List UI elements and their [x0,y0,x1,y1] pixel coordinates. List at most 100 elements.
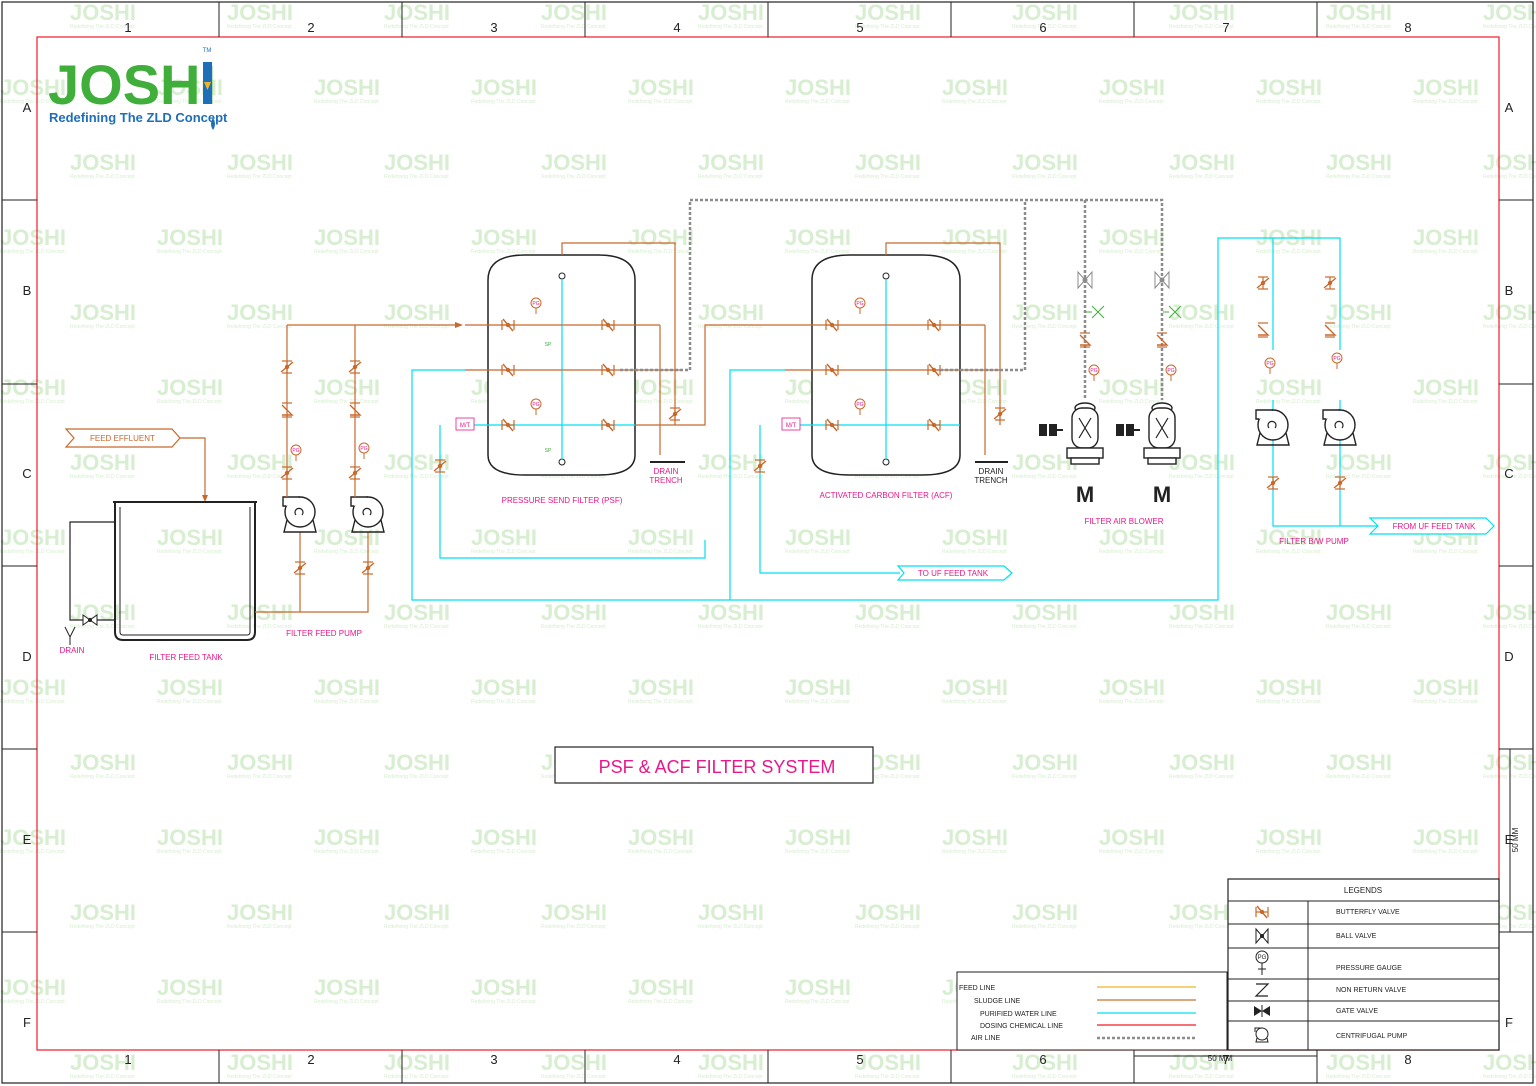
watermark-logo [384,900,451,930]
col-label: 3 [490,1052,497,1067]
watermark-logo [942,225,1009,255]
watermark-logo [157,375,224,405]
watermark-logo [1413,225,1480,255]
symbol-legend: LEGENDS PG BUTTERFLY VALVE BALL VALVE PR… [1227,878,1500,1051]
watermark-logo [541,0,608,30]
mt-label: M/T [460,423,471,429]
watermark-logo [314,675,381,705]
watermark-logo [227,900,294,930]
watermark-logo [1012,900,1079,930]
watermark-logo [541,600,608,630]
legend-symbol-label: CENTRIFUGAL PUMP [1336,1033,1408,1040]
psf-vessel: SP SP PRESSURE SEND FILTER (PSF) DRAIN T… [455,242,685,505]
watermark-logo [227,300,294,330]
watermark-logo [157,525,224,555]
watermark-logo [70,900,137,930]
col-label: 8 [1404,1052,1411,1067]
row-label: F [23,1015,31,1030]
to-uf-feed-tank-connector: TO UF FEED TANK [896,565,1013,581]
watermark-logo [1256,75,1323,105]
legend-symbol-label: BUTTERFLY VALVE [1336,909,1400,916]
watermark-logo [855,150,922,180]
col-label: 4 [673,20,680,35]
air-lines [620,198,1164,400]
watermark-logo [1256,225,1323,255]
scale-horizontal-label: 50 MM [1208,1054,1233,1063]
to-uf-feed-tank-label: TO UF FEED TANK [918,569,989,578]
watermark-logo [541,1050,608,1080]
col-label: 6 [1039,1052,1046,1067]
watermark-logo [628,825,695,855]
watermark-logo [855,0,922,30]
watermark-logo [314,75,381,105]
gate-valve-icon [1254,1005,1270,1017]
watermark-logo [384,150,451,180]
psf-label: PRESSURE SEND FILTER (PSF) [502,496,623,505]
drawing-title-box: PSF & ACF FILTER SYSTEM [554,746,874,784]
line-legend-label: SLUDGE LINE [974,998,1021,1005]
filter-air-blowers: M M FILTER AIR BLOWER [1038,270,1182,526]
sample-point-label: SP [545,342,552,348]
safety-valve-icon [1086,305,1105,319]
watermark-logo [1169,600,1236,630]
svg-text:PG: PG [1258,955,1267,961]
joshi-logo: JOSHI TM Redefining The ZLD Concept [48,48,228,130]
watermark-logo [1483,600,1536,630]
watermark-logo [227,150,294,180]
legend-heading: LEGENDS [1344,886,1382,895]
col-label: 3 [490,20,497,35]
watermark-logo [1483,1050,1536,1080]
watermark-logo [855,600,922,630]
air-ball-valve-icon [1077,270,1093,290]
centrifugal-pump-icon [1254,1027,1269,1043]
watermark-logo [1413,75,1480,105]
watermark-logo [785,825,852,855]
drain-trench-label: DRAIN [979,467,1004,476]
watermark-logo [157,975,224,1005]
watermark-logo [698,1050,765,1080]
watermark-logo [0,825,67,855]
drain-trench-label: DRAIN [654,467,679,476]
watermark-logo [1099,675,1166,705]
watermark-logo [1099,375,1166,405]
watermark-logo [384,1050,451,1080]
watermark-logo [1169,150,1236,180]
grid-column-labels-bottom: 1 2 3 4 5 6 7 8 [124,1052,1411,1067]
watermark-logo [1326,1050,1393,1080]
grid-column-labels-top: 1 2 3 4 5 6 7 8 [124,20,1411,35]
watermark-logo [698,900,765,930]
watermark-logo [227,600,294,630]
col-label: 7 [1222,20,1229,35]
watermark-logo [227,1050,294,1080]
from-uf-feed-tank-label: FROM UF FEED TANK [1393,522,1476,531]
watermark-logo [1413,375,1480,405]
acf-label: ACTIVATED CARBON FILTER (ACF) [820,491,953,500]
col-label: 8 [1404,20,1411,35]
watermark-logo [1012,300,1079,330]
watermark-logo [471,675,538,705]
legend-symbol-label: GATE VALVE [1336,1008,1378,1015]
scale-vertical-label: 50 MM [1511,827,1520,852]
watermark-logo [1413,825,1480,855]
feed-effluent-label: FEED EFFLUENT [90,434,155,443]
row-label: C [1504,466,1513,481]
motor-label: M [1076,482,1094,507]
watermark-logo [628,375,695,405]
col-label: 1 [124,1052,131,1067]
watermark-logo [698,0,765,30]
legend-symbol-label: BALL VALVE [1336,933,1377,940]
watermark-logo [157,225,224,255]
drain-label: DRAIN [60,646,85,655]
watermark-logo [1169,750,1236,780]
col-label: 5 [856,20,863,35]
filter-feed-tank: FILTER FEED TANK DRAIN [60,501,257,662]
watermark-logo [70,600,137,630]
watermark-logo [0,675,67,705]
watermark-logo [1326,750,1393,780]
watermark-logo [541,900,608,930]
filter-feed-pump-label: FILTER FEED PUMP [286,629,362,638]
watermark-logo [1256,825,1323,855]
watermark-logo [628,975,695,1005]
watermark-logo [942,525,1009,555]
